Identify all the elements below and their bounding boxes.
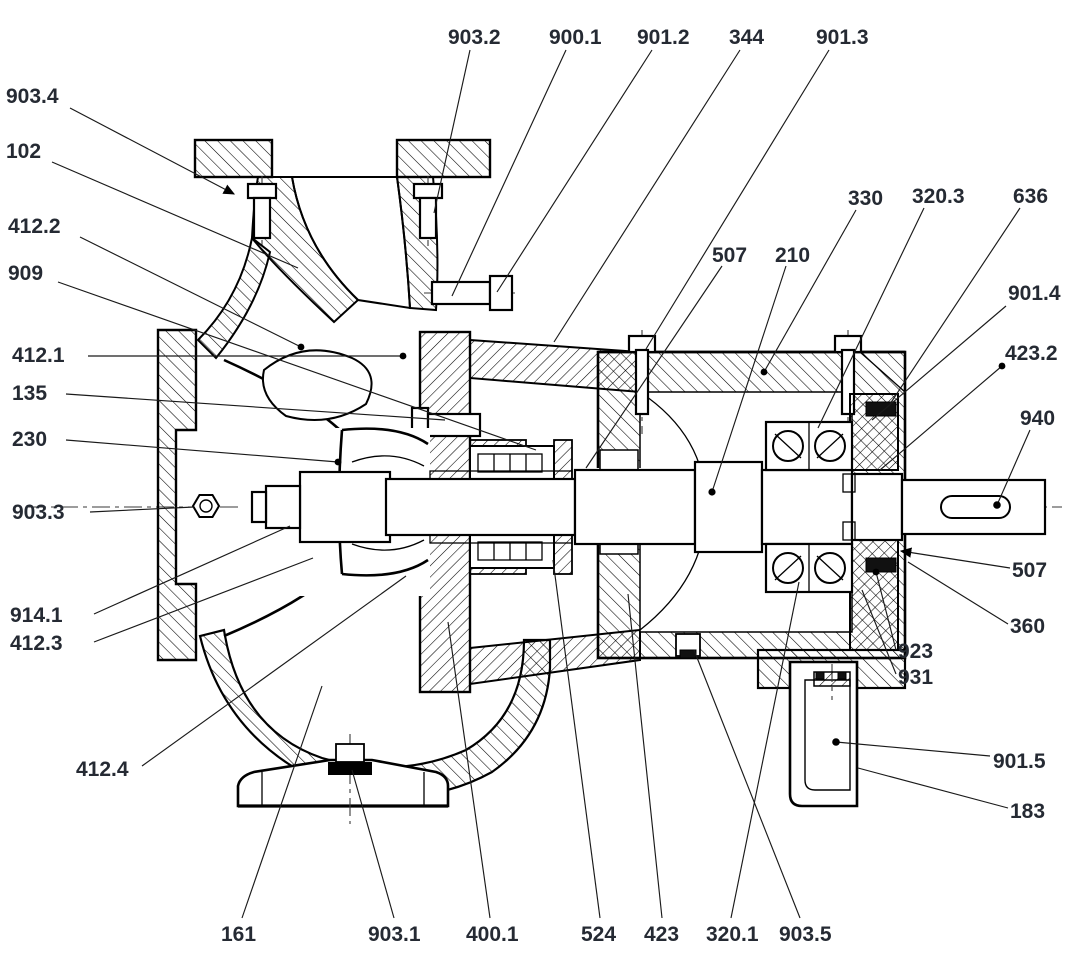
- part-label-412-4: 412.4: [76, 758, 129, 781]
- part-label-360: 360: [1010, 615, 1045, 638]
- part-label-636: 636: [1013, 185, 1048, 208]
- volute-passage: [262, 349, 373, 421]
- part-label-903-4: 903.4: [6, 85, 59, 108]
- part-label-903-5: 903.5: [779, 923, 832, 946]
- part-label-400-1: 400.1: [466, 923, 519, 946]
- flange-bolt-left: [246, 176, 278, 246]
- part-label-914-1: 914.1: [10, 604, 63, 627]
- support-foot: [788, 660, 859, 808]
- part-label-507-top: 507: [712, 244, 747, 267]
- shaft-sleeve-top: [429, 470, 573, 480]
- part-label-423: 423: [644, 923, 679, 946]
- part-label-330: 330: [848, 187, 883, 210]
- part-label-102: 102: [6, 140, 41, 163]
- casing-stud: [424, 274, 520, 312]
- volute-casing: [156, 236, 552, 798]
- impeller-hub: [298, 470, 392, 544]
- part-label-901-3: 901.3: [816, 26, 869, 49]
- part-label-412-3: 412.3: [10, 632, 63, 655]
- part-label-903-2: 903.2: [448, 26, 501, 49]
- part-label-931: 931: [898, 666, 933, 689]
- shaft: [384, 460, 1047, 554]
- part-label-901-2: 901.2: [637, 26, 690, 49]
- part-label-901-4: 901.4: [1008, 282, 1061, 305]
- labyrinth-ring-upper: [599, 449, 639, 473]
- ball-bearings: [764, 420, 854, 594]
- flange-bolt-right: [412, 176, 444, 246]
- part-label-901-5: 901.5: [993, 750, 1046, 773]
- bearing-cover-lower: [849, 539, 899, 651]
- housing-stud-left: [627, 330, 657, 434]
- part-label-940: 940: [1020, 407, 1055, 430]
- part-label-161: 161: [221, 923, 256, 946]
- suction-flange-plate: [156, 328, 198, 662]
- part-label-183: 183: [1010, 800, 1045, 823]
- housing-drain-plug: [675, 633, 701, 659]
- part-label-903-1: 903.1: [368, 923, 421, 946]
- part-label-412-2: 412.2: [8, 215, 61, 238]
- part-label-412-1: 412.1: [12, 344, 65, 367]
- part-label-344: 344: [729, 26, 764, 49]
- casing-drain-plug: [335, 743, 365, 763]
- part-label-210: 210: [775, 244, 810, 267]
- pedestal-foot: [236, 734, 450, 824]
- part-label-923: 923: [898, 640, 933, 663]
- part-label-524: 524: [581, 923, 616, 946]
- hex-plug-903-3: [191, 494, 221, 518]
- part-label-320-3: 320.3: [912, 185, 965, 208]
- part-labels: 903.2 900.1 901.2 344 901.3 903.4 102 41…: [6, 26, 1061, 946]
- keyway: [940, 495, 1011, 519]
- part-label-135: 135: [12, 382, 47, 405]
- discharge-flange: [193, 138, 492, 324]
- part-label-230: 230: [12, 428, 47, 451]
- part-label-900-1: 900.1: [549, 26, 602, 49]
- part-label-320-1: 320.1: [706, 923, 759, 946]
- part-label-423-2: 423.2: [1005, 342, 1058, 365]
- impeller-cap: [250, 490, 268, 524]
- leader-lines: [51, 49, 1031, 919]
- part-label-507-right: 507: [1012, 559, 1047, 582]
- impeller-nut: [264, 484, 302, 530]
- shaft-sleeve-bottom: [429, 534, 573, 544]
- part-label-909: 909: [8, 262, 43, 285]
- part-label-903-3: 903.3: [12, 501, 65, 524]
